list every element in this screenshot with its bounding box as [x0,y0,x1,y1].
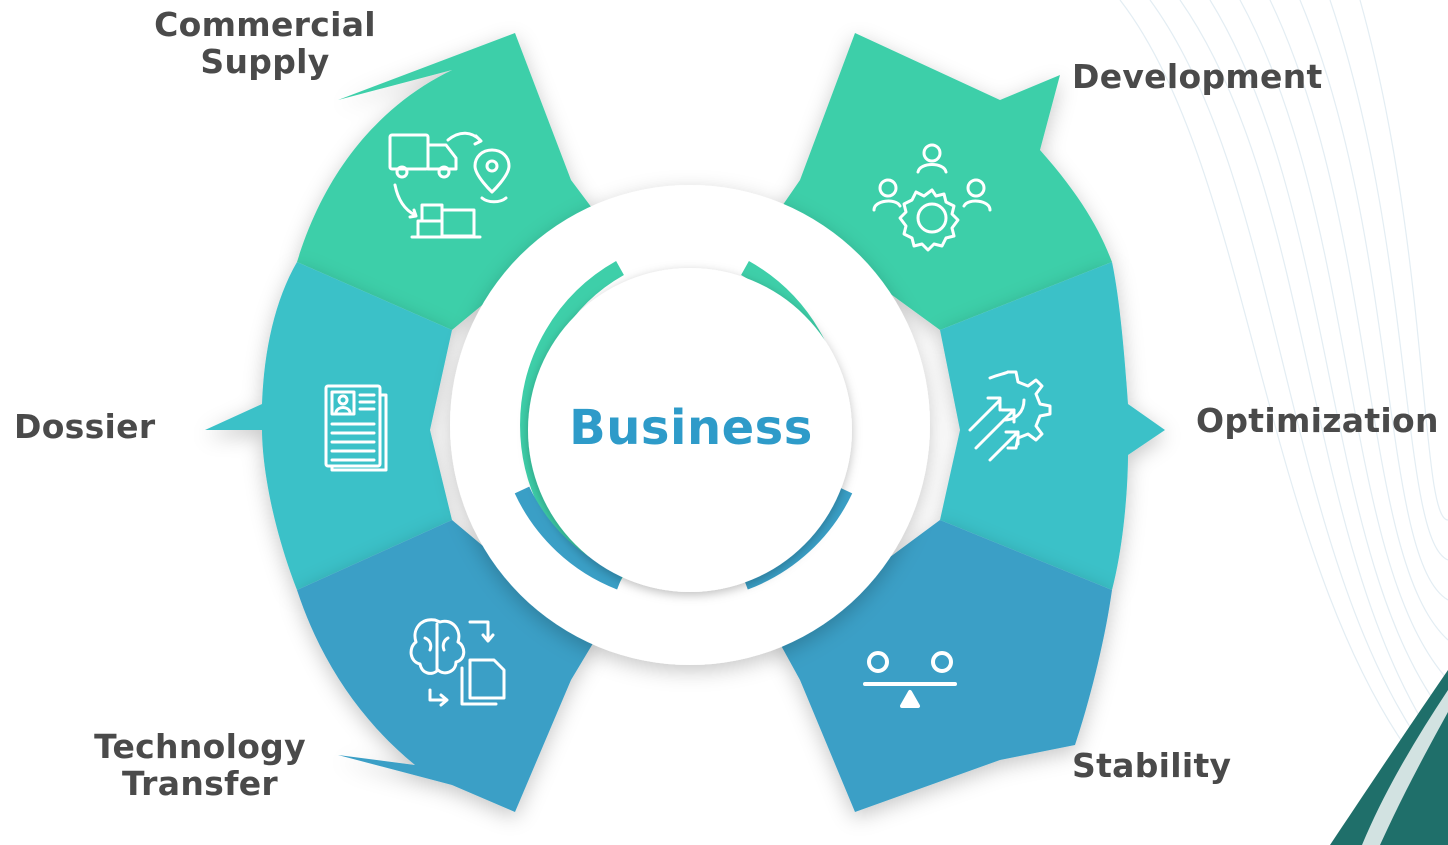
team-gear-icon [872,143,992,252]
background-swirl [1119,0,1448,801]
corner-accent-light [1362,690,1448,845]
label-line: Optimization [1196,401,1439,440]
label-line: Stability [1072,746,1232,785]
document-profile-icon [324,384,388,472]
center-circle [528,268,852,592]
label-technology-transfer: Technology Transfer [90,728,310,802]
label-line: Development [1072,57,1323,96]
segment-development[interactable] [778,33,1112,330]
label-line: Commercial [154,5,376,44]
label-line: Supply [200,42,330,81]
label-stability: Stability [1072,747,1231,784]
segment-stability[interactable] [778,520,1112,812]
brain-document-exchange-icon [409,618,506,707]
label-line: Transfer [122,764,278,803]
gear-arrows-icon [968,370,1052,462]
label-development: Development [1072,58,1323,95]
center-title: Business [569,400,813,456]
label-line: Dossier [14,407,156,446]
label-commercial-supply: Commercial Supply [152,6,378,80]
segment-dossier[interactable] [205,262,452,590]
label-line: Technology [94,727,306,766]
left-arc-accent-lower [514,486,623,590]
corner-accent [1330,670,1448,845]
label-dossier: Dossier [14,408,155,445]
delivery-truck-location-icon [388,131,511,239]
balance-scale-icon [863,651,957,708]
label-optimization: Optimization [1196,402,1439,439]
segment-optimization[interactable] [940,262,1165,590]
